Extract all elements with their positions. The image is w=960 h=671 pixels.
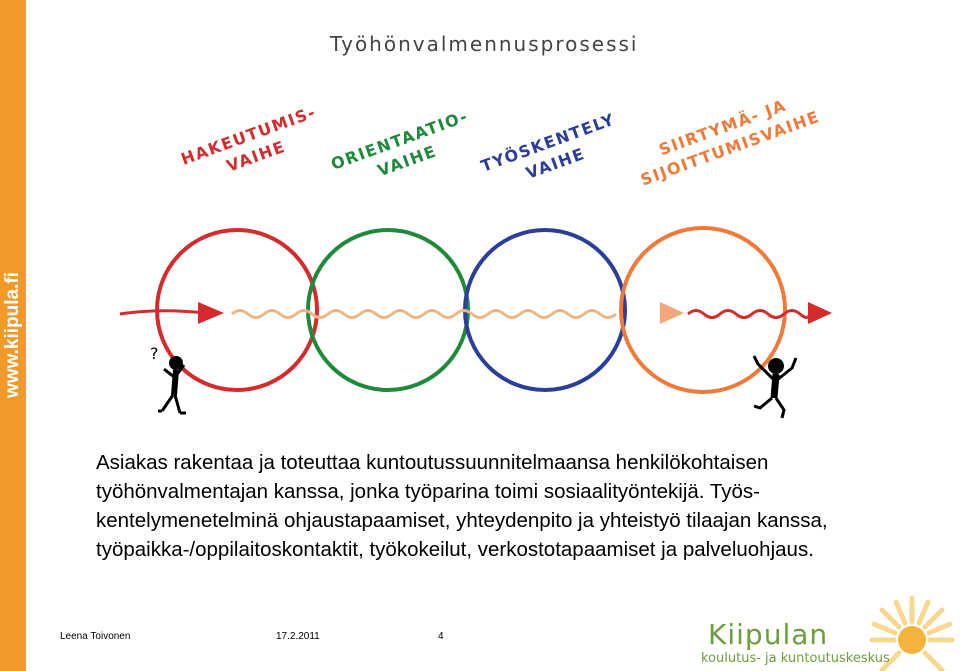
svg-text:?: ?	[150, 344, 159, 363]
logo-name: Kiipulan	[708, 618, 829, 651]
footer-page-number: 4	[438, 631, 444, 642]
confused-figure-icon: ?	[150, 344, 186, 415]
exit-arrow-head	[808, 302, 832, 324]
side-bar: www.kiipula.fi	[0, 0, 26, 671]
logo-subtitle: koulutus- ja kuntoutuskeskus	[701, 651, 890, 666]
phase-circle-4	[619, 226, 787, 394]
phase-circle-3	[463, 228, 627, 392]
logo-flower-icon	[869, 595, 955, 671]
description-text: Asiakas rakentaa ja toteuttaa kuntoutuss…	[96, 451, 828, 561]
page-title: Työhönvalmennusprosessi	[330, 32, 639, 56]
wavy-path	[231, 309, 617, 319]
footer-author: Leena Toivonen	[60, 631, 131, 642]
entry-arrow-line	[119, 309, 206, 316]
middle-arrow-head	[660, 302, 684, 324]
footer-date: 17.2.2011	[276, 631, 320, 642]
exit-arrow-line	[687, 309, 812, 319]
happy-figure-icon	[752, 355, 798, 419]
entry-arrow-head	[198, 302, 224, 324]
